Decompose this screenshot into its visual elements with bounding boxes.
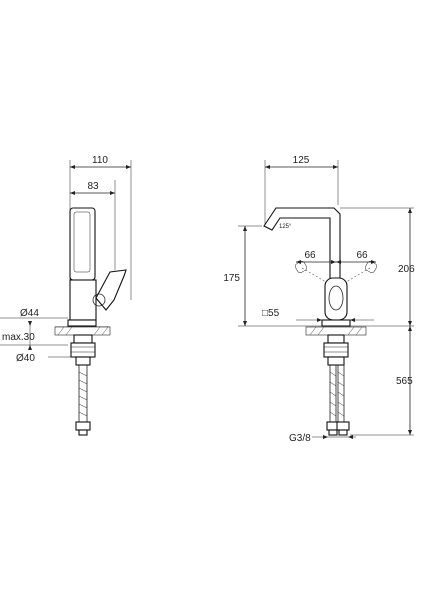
dim-diam-44: Ø44 bbox=[20, 308, 39, 319]
dim-square-55: □55 bbox=[262, 308, 280, 319]
dim-125: 125 bbox=[293, 155, 310, 166]
dim-565: 565 bbox=[396, 376, 413, 387]
dim-diam-40: Ø40 bbox=[16, 353, 35, 364]
hoses-front bbox=[326, 365, 350, 436]
dim-206: 206 bbox=[398, 264, 415, 275]
dim-max-30: max.30 bbox=[2, 332, 35, 343]
front-view: 125 125° 66 66 175 206 □ bbox=[223, 155, 415, 444]
dim-110: 110 bbox=[92, 155, 108, 166]
hose-left bbox=[75, 365, 91, 436]
side-view: 110 83 bbox=[0, 155, 132, 436]
dim-175: 175 bbox=[223, 273, 240, 284]
dim-125-degree: 125° bbox=[279, 224, 292, 230]
dim-66-right: 66 bbox=[356, 250, 368, 261]
dim-66-left: 66 bbox=[304, 250, 316, 261]
dim-thread-g3-8: G3/8 bbox=[289, 433, 311, 444]
dim-83: 83 bbox=[87, 181, 99, 192]
